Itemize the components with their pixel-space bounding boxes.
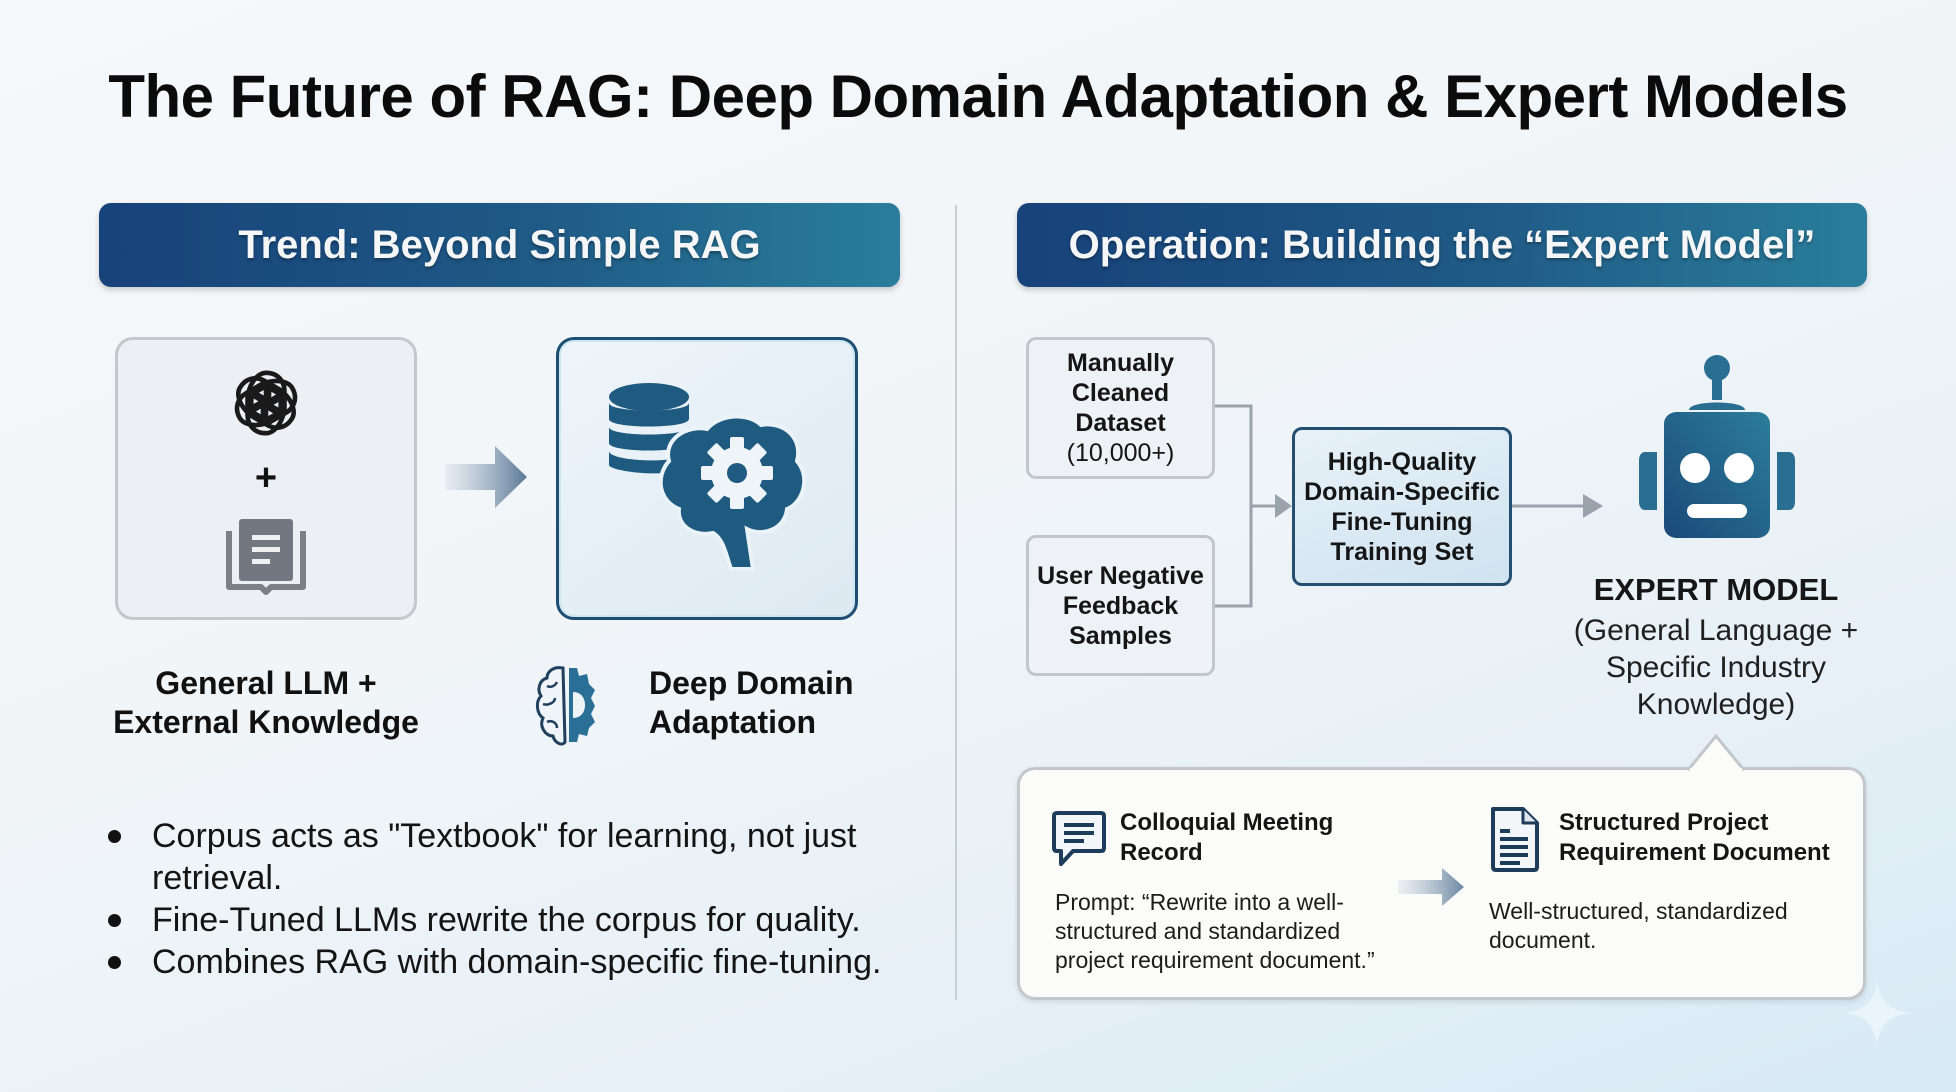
source-title-line: Record (1120, 839, 1203, 866)
source-prompt-line: Prompt: “Rewrite into a well- (1055, 889, 1344, 915)
target-description-line: document. (1489, 927, 1597, 953)
arrowhead-to-expert (1583, 494, 1603, 518)
trend-header-label: Trend: Beyond Simple RAG (238, 222, 761, 267)
document-book-icon (226, 518, 306, 595)
trend-header: Trend: Beyond Simple RAG (99, 203, 900, 287)
database-brain-gear-icon (609, 382, 807, 571)
training-set-line: Fine-Tuning (1331, 507, 1473, 536)
transition-arrow-icon (445, 446, 527, 508)
target-title-line: Requirement Document (1559, 839, 1830, 866)
operation-header: Operation: Building the “Expert Model” (1017, 203, 1867, 287)
document-icon (1491, 807, 1539, 872)
expert-model-title: EXPERT MODEL (1593, 572, 1839, 607)
openai-logo-icon (224, 361, 308, 445)
general-llm-label: General LLM + External Knowledge (100, 664, 432, 742)
page-title: The Future of RAG: Deep Domain Adaptatio… (108, 63, 1848, 130)
expert-desc-line: Specific Industry (1605, 651, 1827, 684)
target-description: Well-structured, standardized document. (1489, 897, 1849, 955)
operation-header-label: Operation: Building the “Expert Model” (1068, 222, 1816, 267)
deep-domain-tile (556, 337, 858, 620)
expert-desc-line: Knowledge) (1636, 688, 1796, 721)
rewrite-arrow-icon (1398, 868, 1464, 906)
trend-bullet-list: Corpus acts as "Textbook" for learning, … (100, 815, 920, 983)
negative-feedback-line: User Negative (1037, 561, 1204, 590)
manual-dataset-box: Manually Cleaned Dataset (10,000+) (1026, 337, 1215, 479)
arrowhead-to-training (1275, 494, 1292, 518)
target-title: Structured Project Requirement Document (1559, 808, 1859, 868)
section-divider (955, 205, 957, 1000)
negative-feedback-box: User Negative Feedback Samples (1026, 535, 1215, 676)
deep-domain-label-line2: Adaptation (649, 704, 817, 740)
connector-manual (1215, 404, 1253, 608)
plus-icon: + (254, 456, 278, 499)
manual-dataset-line: Dataset (1075, 409, 1166, 437)
manual-dataset-line: Cleaned (1071, 379, 1170, 407)
general-llm-tile: + (115, 337, 417, 620)
chat-bubble-icon (1052, 811, 1106, 866)
source-prompt-line: project requirement document.” (1055, 947, 1375, 973)
target-description-line: Well-structured, standardized (1489, 898, 1788, 924)
bullet-item: Combines RAG with domain-specific fine-t… (100, 941, 920, 983)
negative-feedback-line: Samples (1069, 621, 1172, 650)
card-pointer (1688, 734, 1744, 772)
manual-dataset-line: Manually (1067, 349, 1174, 377)
source-title-line: Colloquial Meeting (1120, 809, 1334, 836)
general-llm-label-line2: External Knowledge (113, 704, 419, 740)
brain-gear-icon (658, 413, 807, 571)
negative-feedback-line: Feedback (1062, 591, 1179, 620)
sparkle-icon (1844, 980, 1910, 1046)
source-prompt-line: structured and standardized (1055, 918, 1341, 944)
deep-domain-label: Deep Domain Adaptation (649, 664, 909, 742)
source-title: Colloquial Meeting Record (1120, 808, 1420, 868)
general-llm-label-line1: General LLM + (155, 665, 377, 701)
bullet-item: Fine-Tuned LLMs rewrite the corpus for q… (100, 899, 920, 941)
target-title-line: Structured Project (1559, 809, 1769, 836)
expert-model-description: (General Language + Specific Industry Kn… (1560, 612, 1872, 723)
expert-desc-line: (General Language + (1573, 614, 1859, 647)
training-set-line: Training Set (1330, 537, 1474, 566)
robot-icon (1639, 355, 1795, 539)
flow-connectors (1215, 404, 1603, 608)
deep-domain-label-line1: Deep Domain (649, 665, 854, 701)
brain-half-gear-icon (535, 666, 595, 746)
manual-dataset-count: (10,000+) (1066, 439, 1175, 467)
source-prompt: Prompt: “Rewrite into a well- structured… (1055, 888, 1415, 975)
training-set-box: High-Quality Domain-Specific Fine-Tuning… (1292, 427, 1512, 586)
bullet-item: Corpus acts as "Textbook" for learning, … (100, 815, 920, 899)
training-set-line: Domain-Specific (1304, 477, 1500, 506)
training-set-line: High-Quality (1327, 447, 1477, 476)
